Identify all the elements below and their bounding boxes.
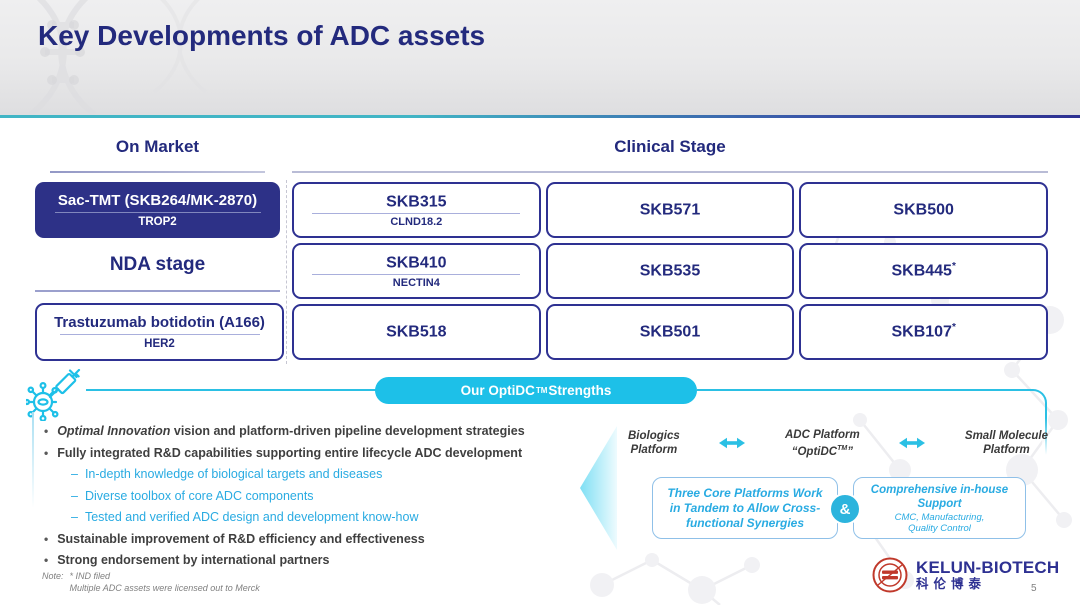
ampersand-badge: & [829, 493, 861, 525]
asset-name: SKB107* [891, 322, 956, 341]
bullet-marker: • [44, 445, 49, 460]
bullet-item: • Optimal Innovation vision and platform… [44, 421, 592, 443]
page-number: 5 [1031, 583, 1037, 594]
banner-text: Our OptiDC [460, 383, 535, 398]
banner-tm: TM [535, 386, 548, 395]
divider [312, 274, 521, 276]
small-molecule-platform-label: Small Molecule Platform [964, 430, 1048, 457]
asset-name: SKB535 [639, 262, 701, 280]
clinical-asset-card: SKB315 CLND18.2 [292, 182, 541, 238]
biologics-platform-label: Biologics Platform [628, 430, 680, 457]
sub-bullet-item: – Diverse toolbox of core ADC components [44, 486, 592, 508]
clinical-asset-card: SKB518 [292, 304, 541, 360]
sub-bullet-item: – Tested and verified ADC design and dev… [44, 507, 592, 529]
clinical-asset-card: SKB501 [545, 304, 795, 360]
support-subtitle: CMC, Manufacturing, Quality Control [894, 511, 985, 534]
asset-target: TROP2 [138, 216, 177, 228]
nda-stage-header: NDA stage [109, 254, 206, 275]
asset-name: Sac-TMT (SKB264/MK-2870) [57, 192, 258, 209]
bullet-text: Optimal Innovation vision and platform-d… [57, 424, 525, 438]
platforms-row: Biologics Platform ADC Platform “OptiDCT… [628, 428, 1048, 459]
bullet-marker: • [44, 553, 49, 567]
on-market-header: On Market [115, 137, 200, 156]
asset-target: NECTIN4 [392, 277, 440, 290]
dash-marker: – [71, 488, 78, 503]
clinical-asset-card: SKB500 [799, 182, 1048, 238]
asset-name: SKB500 [893, 201, 954, 219]
banner-connector-left [86, 389, 376, 391]
asset-target: HER2 [144, 338, 175, 350]
double-arrow-icon [719, 438, 746, 449]
adc-platform-label: ADC Platform “OptiDCTM” [784, 429, 860, 458]
clinical-asset-card: SKB107* [799, 304, 1048, 360]
clinical-asset-card: SKB571 [545, 182, 795, 238]
divider [54, 212, 261, 213]
clinical-stage-header: Clinical Stage [614, 137, 726, 156]
support-title: Comprehensive in-house Support [870, 483, 1009, 510]
clinical-stage-grid: SKB315 CLND18.2 SKB571 SKB500 SKB410 NEC… [292, 182, 1048, 360]
bullet-item: • Strong endorsement by international pa… [44, 550, 592, 572]
asset-name: SKB315 [386, 193, 447, 211]
page-title: Key Developments of ADC assets [38, 20, 486, 51]
note-label: Note: [42, 571, 64, 581]
asset-name: SKB410 [386, 254, 447, 272]
sub-bullet-text: Tested and verified ADC design and devel… [84, 510, 419, 524]
clinical-stage-underline [292, 171, 1048, 173]
on-market-asset-card: Sac-TMT (SKB264/MK-2870) TROP2 [35, 182, 280, 238]
note-lines: * IND filed Multiple ADC assets were lic… [69, 571, 260, 593]
asset-name: SKB518 [386, 323, 447, 341]
bullet-marker: • [44, 424, 49, 438]
divider [59, 334, 260, 335]
banner-text-suffix: Strengths [548, 383, 612, 398]
sub-bullet-text: Diverse toolbox of core ADC components [84, 488, 314, 503]
asset-name: Trastuzumab botidotin (A166) [54, 314, 265, 331]
asset-target: CLND18.2 [390, 216, 443, 229]
clinical-asset-card: SKB410 NECTIN4 [292, 243, 541, 299]
sub-bullet-text: In-depth knowledge of biological targets… [84, 467, 383, 481]
synergy-box: Three Core Platforms Work in Tandem to A… [652, 477, 838, 539]
bullet-text: Strong endorsement by international part… [57, 553, 330, 567]
nda-stage-underline [35, 290, 280, 292]
clinical-asset-card: SKB445* [799, 243, 1048, 299]
bullet-item: • Sustainable improvement of R&D efficie… [44, 529, 592, 551]
on-market-underline [50, 171, 265, 173]
clinical-asset-card: SKB535 [545, 243, 795, 299]
bullet-marker: • [44, 531, 49, 546]
support-box: Comprehensive in-house Support CMC, Manu… [853, 477, 1026, 539]
footnote: Note: * IND filed Multiple ADC assets we… [42, 570, 260, 594]
logo-text: KELUN-BIOTECH 科伦博泰 [916, 557, 1060, 591]
asset-name: SKB445* [891, 261, 956, 280]
adc-molecule-syringe-icon [26, 369, 81, 421]
dash-marker: – [71, 467, 78, 481]
asset-name: SKB571 [639, 201, 701, 219]
divider [312, 213, 521, 215]
bullet-text: Fully integrated R&D capabilities suppor… [57, 445, 523, 460]
kelun-logo-icon [872, 557, 908, 593]
header-accent-rule [0, 115, 1080, 118]
bullet-text: Sustainable improvement of R&D efficienc… [57, 531, 425, 546]
dash-marker: – [71, 510, 78, 524]
left-accent-line [32, 412, 34, 508]
nda-asset-card: Trastuzumab botidotin (A166) HER2 [35, 303, 284, 361]
column-dashed-separator [286, 180, 287, 364]
sub-bullet-item: – In-depth knowledge of biological targe… [44, 464, 592, 486]
double-arrow-icon [899, 438, 926, 449]
asset-name: SKB501 [639, 323, 701, 341]
strengths-bullet-list: • Optimal Innovation vision and platform… [44, 421, 592, 572]
bullet-item: • Fully integrated R&D capabilities supp… [44, 443, 592, 465]
